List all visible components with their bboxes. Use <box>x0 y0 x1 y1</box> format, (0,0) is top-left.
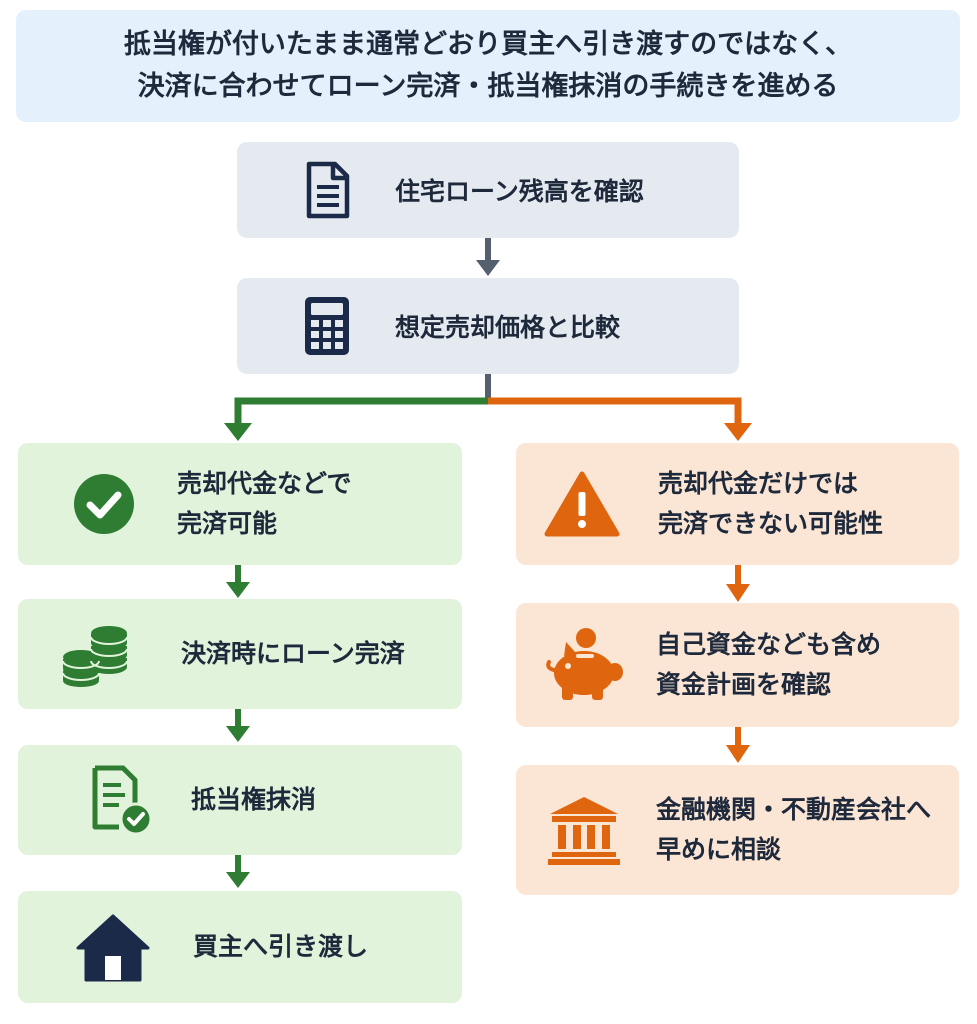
header-line-2: 決済に合わせてローン完済・抵当権抹消の手続きを進める <box>137 71 839 102</box>
check-circle-icon <box>71 473 137 535</box>
card-label: 自己資金なども含め 資金計画を確認 <box>656 630 882 699</box>
arrowhead-left-1 <box>226 582 250 598</box>
card-label: 金融機関・不動産会社へ 早めに相談 <box>656 795 932 864</box>
step-label: 住宅ローン残高を確認 <box>395 177 644 206</box>
house-icon <box>73 912 153 982</box>
step-check-loan-balance: 住宅ローン残高を確認 <box>237 142 739 238</box>
card-label: 買主へ引き渡し <box>193 932 369 961</box>
coins-icon <box>61 621 131 687</box>
left-card-mortgage-cancellation: 抵当権抹消 <box>18 745 462 855</box>
branch-line-left <box>234 397 488 425</box>
arrowhead-right-branch <box>724 423 752 441</box>
left-card-loan-payoff-at-settlement: 決済時にローン完済 <box>18 599 462 709</box>
branch-line-right <box>488 397 742 425</box>
card-label: 抵当権抹消 <box>191 785 317 814</box>
card-label: 決済時にローン完済 <box>181 639 405 668</box>
calculator-icon <box>297 295 357 357</box>
right-card-payoff-may-not-be-possible: 売却代金だけでは 完済できない可能性 <box>516 443 959 565</box>
right-card-consult-early: 金融機関・不動産会社へ 早めに相談 <box>516 765 959 895</box>
arrowhead-right-2 <box>726 745 750 763</box>
header-line-1: 抵当権が付いたまま通常どおり買主へ引き渡すのではなく、 <box>123 29 853 60</box>
arrowhead-step1-step2 <box>476 260 500 276</box>
left-card-handover-to-buyer: 買主へ引き渡し <box>18 891 462 1003</box>
step-compare-sale-price: 想定売却価格と比較 <box>237 278 739 374</box>
left-card-payoff-possible: 売却代金などで 完済可能 <box>18 443 462 565</box>
header-banner: 抵当権が付いたまま通常どおり買主へ引き渡すのではなく、 決済に合わせてローン完済… <box>16 10 960 122</box>
card-label: 売却代金だけでは 完済できない可能性 <box>658 469 884 538</box>
bank-icon <box>544 794 624 866</box>
arrowhead-left-branch <box>224 423 252 441</box>
step-label: 想定売却価格と比較 <box>395 313 621 342</box>
arrowhead-right-1 <box>726 584 750 602</box>
document-icon <box>297 161 357 219</box>
right-card-check-funding-plan: 自己資金なども含め 資金計画を確認 <box>516 603 959 727</box>
arrowhead-left-2 <box>226 726 250 742</box>
arrowhead-left-3 <box>226 872 250 888</box>
card-label: 売却代金などで 完済可能 <box>177 469 352 538</box>
warning-icon <box>544 470 620 538</box>
piggy-bank-icon <box>546 626 626 704</box>
document-check-icon <box>86 765 156 835</box>
